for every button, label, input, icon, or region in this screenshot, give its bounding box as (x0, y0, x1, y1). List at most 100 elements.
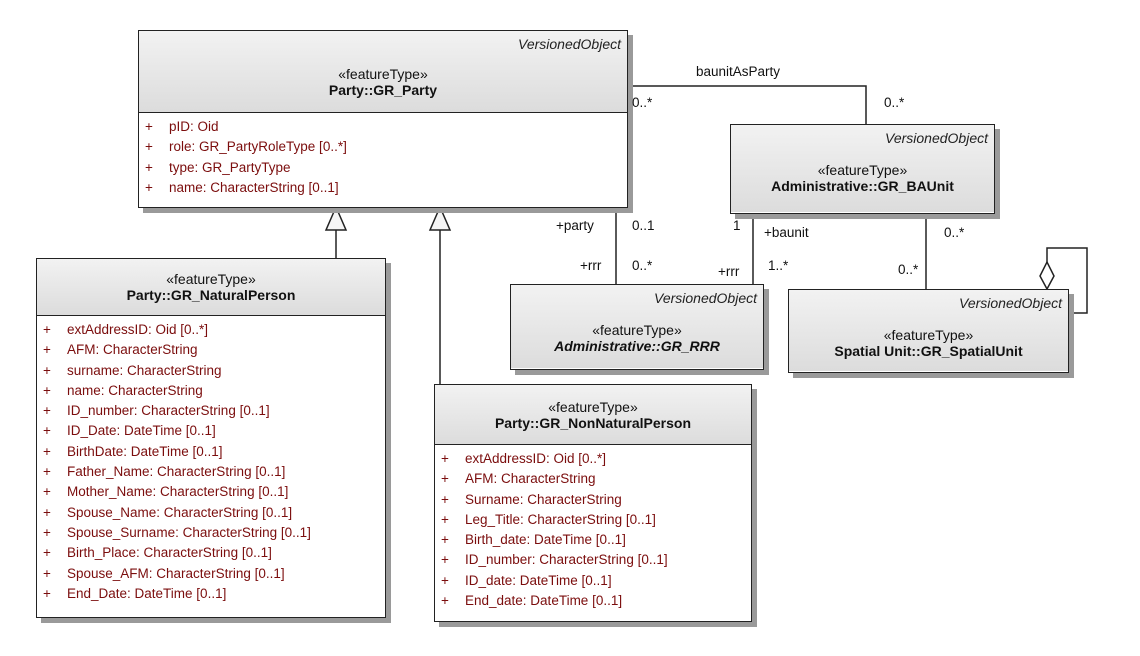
association-name-label: baunitAsParty (696, 64, 781, 79)
attribute-row[interactable]: +AFM: CharacterString (435, 469, 751, 489)
class-name: Administrative::GR_RRR (554, 338, 720, 354)
attribute-row[interactable]: +Spouse_Surname: CharacterString [0..1] (37, 523, 385, 543)
attribute-row[interactable]: + ID_date: DateTime [0..1] (435, 571, 751, 591)
attribute-row[interactable]: +Birth_Place: CharacterString [0..1] (37, 543, 385, 563)
attribute-text: surname: CharacterString (67, 362, 222, 378)
attribute-row[interactable]: + Mother_Name: CharacterString [0..1] (37, 482, 385, 502)
generalization-arrowhead-icon (428, 205, 452, 231)
visibility-marker: + (441, 451, 449, 466)
attribute-row[interactable]: + extAddressID: Oid [0..*] (435, 449, 751, 469)
visibility-marker: + (441, 552, 449, 568)
class-name: Spatial Unit::GR_SpatialUnit (834, 343, 1023, 359)
visibility-marker: + (43, 342, 51, 358)
attribute-text: AFM: CharacterString (67, 342, 198, 358)
visibility-marker: + (441, 572, 449, 588)
aggregation-diamond-icon (1039, 260, 1055, 291)
role-label: +party (556, 218, 594, 233)
attribute-text: Birth_date: DateTime [0..1] (465, 532, 626, 548)
visibility-marker: + (43, 443, 51, 459)
attribute-row[interactable]: +pID: Oid (139, 117, 627, 137)
visibility-marker: + (43, 545, 51, 561)
stereotype-label: «featureType» (548, 399, 638, 415)
attribute-text: Spouse_Name: CharacterString [0..1] (67, 504, 293, 520)
attribute-text: type: GR_PartyType (169, 159, 291, 175)
class-gr-party[interactable]: VersionedObject «featureType» Party::GR_… (138, 30, 628, 208)
visibility-marker: + (43, 524, 51, 540)
generalization-arrowhead-icon (324, 205, 348, 231)
class-gr-baunit[interactable]: VersionedObject «featureType» Administra… (730, 124, 995, 214)
visibility-marker: + (145, 159, 153, 175)
visibility-marker: + (43, 403, 51, 419)
class-gr-spatialunit[interactable]: VersionedObject «featureType» Spatial Un… (788, 289, 1069, 373)
attribute-row[interactable]: +role: GR_PartyRoleType [0..*] (139, 137, 627, 157)
attribute-list: + extAddressID: Oid [0..*] +AFM: Character… (435, 445, 751, 611)
attribute-text: pID: Oid (169, 119, 219, 134)
attribute-row[interactable]: +name: CharacterString [0..1] (139, 178, 627, 198)
class-name: Party::GR_Party (328, 82, 438, 98)
stereotype-label: «featureType» (166, 271, 256, 287)
attribute-row[interactable]: + name: CharacterString (37, 381, 385, 401)
visibility-marker: + (43, 362, 51, 378)
attribute-row[interactable]: + type: GR_PartyType (139, 158, 627, 178)
attribute-row[interactable]: + surname: CharacterString (37, 361, 385, 381)
attribute-row[interactable]: +Spouse_Name: CharacterString [0..1] (37, 503, 385, 523)
association-baunit-as-party[interactable] (626, 85, 867, 124)
attribute-row[interactable]: +End_Date: DateTime [0..1] (37, 584, 385, 604)
attribute-row[interactable]: + ID_number: CharacterString [0..1] (37, 401, 385, 421)
class-name: Party::GR_NaturalPerson (126, 287, 296, 303)
attribute-text: Leg_Title: CharacterString [0..1] (465, 511, 656, 527)
visibility-marker: + (43, 464, 51, 480)
visibility-marker: + (43, 382, 51, 398)
visibility-marker: + (145, 179, 153, 195)
attribute-row[interactable]: + Spouse_AFM: CharacterString [0..1] (37, 564, 385, 584)
attribute-row[interactable]: +BirthDate: DateTime [0..1] (37, 442, 385, 462)
attribute-text: extAddressID: Oid [0..*] (465, 451, 607, 466)
attribute-text: Surname: CharacterString (465, 491, 622, 507)
class-gr-nonnaturalperson[interactable]: «featureType» Party::GR_NonNaturalPerson… (434, 384, 752, 622)
visibility-marker: + (441, 471, 449, 487)
attribute-text: ID_date: DateTime [0..1] (465, 572, 612, 588)
visibility-marker: + (43, 484, 51, 500)
attribute-list: +extAddressID: Oid [0..*]+AFM: Character… (37, 316, 385, 604)
attribute-text: ID_number: CharacterString [0..1] (465, 552, 668, 568)
parent-class-label: VersionedObject (959, 295, 1062, 311)
visibility-marker: + (441, 491, 449, 507)
attribute-text: Mother_Name: CharacterString [0..1] (67, 484, 289, 500)
role-label: +rrr (580, 258, 602, 273)
visibility-marker: + (145, 139, 153, 155)
class-header: «featureType» Party::GR_NaturalPerson (37, 259, 385, 316)
attribute-row[interactable]: + AFM: CharacterString (37, 340, 385, 360)
attribute-row[interactable]: +Birth_date: DateTime [0..1] (435, 530, 751, 550)
visibility-marker: + (441, 511, 449, 527)
class-header: VersionedObject «featureType» Spatial Un… (789, 290, 1068, 371)
visibility-marker: + (43, 585, 51, 601)
stereotype-label: «featureType» (338, 66, 428, 82)
attribute-row[interactable]: +Father_Name: CharacterString [0..1] (37, 462, 385, 482)
class-gr-rrr[interactable]: VersionedObject «featureType» Administra… (510, 284, 764, 370)
attribute-row[interactable]: + ID_number: CharacterString [0..1] (435, 550, 751, 570)
class-header: «featureType» Party::GR_NonNaturalPerson (435, 385, 751, 445)
attribute-text: ID_number: CharacterString [0..1] (67, 403, 270, 419)
visibility-marker: + (43, 565, 51, 581)
visibility-marker: + (43, 423, 51, 439)
attribute-text: name: CharacterString (67, 382, 203, 398)
multiplicity-label: 0..1 (632, 218, 655, 233)
multiplicity-label: 1 (733, 218, 741, 233)
multiplicity-label: 0..* (884, 95, 905, 110)
attribute-row[interactable]: +ID_Date: DateTime [0..1] (37, 421, 385, 441)
attribute-row[interactable]: +extAddressID: Oid [0..*] (37, 320, 385, 340)
class-header: VersionedObject «featureType» Party::GR_… (139, 31, 627, 113)
parent-class-label: VersionedObject (654, 290, 757, 306)
attribute-text: Spouse_AFM: CharacterString [0..1] (67, 565, 285, 581)
class-header: VersionedObject «featureType» Administra… (511, 285, 763, 368)
role-label: +rrr (718, 264, 740, 279)
visibility-marker: + (441, 593, 449, 609)
attribute-row[interactable]: + Leg_Title: CharacterString [0..1] (435, 510, 751, 530)
attribute-row[interactable]: + Surname: CharacterString (435, 490, 751, 510)
attribute-text: extAddressID: Oid [0..*] (67, 322, 209, 337)
attribute-row[interactable]: +End_date: DateTime [0..1] (435, 591, 751, 611)
class-gr-naturalperson[interactable]: «featureType» Party::GR_NaturalPerson +e… (36, 258, 386, 618)
parent-class-label: VersionedObject (518, 36, 621, 52)
